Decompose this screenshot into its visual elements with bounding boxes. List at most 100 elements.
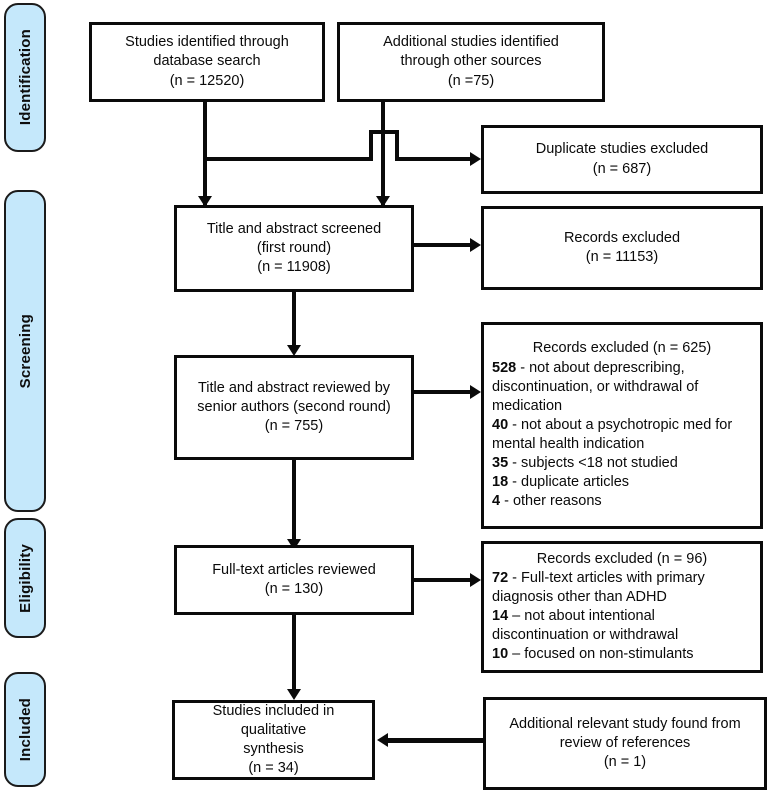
node-database-search-text: Studies identified through database sear… <box>125 33 289 90</box>
node-additional-relevant-study-line3: (n = 1) <box>603 754 647 771</box>
edge-reviewed-to-fulltext-vertical <box>292 460 296 545</box>
node-fulltext-reviewed-line2: (n = 130) <box>264 581 324 597</box>
arrow-fulltext-to-included <box>287 689 301 700</box>
node-reviewed-second-round-text: Title and abstract reviewed by senior au… <box>197 379 390 436</box>
node-other-sources: Additional studies identified through ot… <box>337 22 605 102</box>
edge-other-to-screened-vertical <box>381 101 385 205</box>
stage-label-included-text: Included <box>16 697 34 762</box>
arrow-other-to-screened <box>376 196 390 207</box>
node-included-synthesis: Studies included in qualitative synthesi… <box>172 700 375 780</box>
node-fulltext-reviewed: Full-text articles reviewed (n = 130) <box>174 545 414 615</box>
node-included-synthesis-line1: Studies included in qualitative <box>212 702 335 738</box>
node-screened-first-round-line1: Title and abstract screened <box>206 220 382 237</box>
node-duplicates-excluded-line1: Duplicate studies excluded <box>535 141 709 158</box>
arrow-to-records-excluded-second <box>470 385 481 399</box>
arrow-reviewed-to-fulltext <box>287 539 301 550</box>
reason-text: – not about intentional discontinuation … <box>492 608 679 644</box>
node-screened-first-round: Title and abstract screened (first round… <box>174 205 414 292</box>
node-reviewed-second-round-line3: (n = 755) <box>264 418 324 435</box>
node-other-sources-line2: through other sources <box>400 53 542 70</box>
reason-text: - subjects <18 not studied <box>508 455 678 472</box>
edge-reviewed-to-excluded-horizontal <box>414 390 476 394</box>
reason-count: 35 <box>492 455 509 472</box>
reason-text: – focused on non-stimulants <box>508 646 694 663</box>
node-records-excluded-second: Records excluded (n = 625) 528 - not abo… <box>481 322 763 529</box>
edge-duplicates-hop-left-riser <box>369 130 373 161</box>
edge-screened-to-excluded-horizontal <box>414 243 476 247</box>
stage-label-eligibility-text: Eligibility <box>16 543 34 613</box>
reason-item: 14 – not about intentional discontinuati… <box>492 607 752 645</box>
stage-label-included: Included <box>4 672 46 787</box>
reason-count: 528 <box>492 359 517 376</box>
node-database-search-line2: database search <box>153 53 261 70</box>
node-records-excluded-fulltext-header: Records excluded (n = 96) <box>536 550 708 567</box>
node-additional-relevant-study-line2: review of references <box>559 734 691 751</box>
arrow-additional-to-included <box>377 733 388 747</box>
edge-screened-to-reviewed-vertical <box>292 292 296 350</box>
stage-label-screening: Screening <box>4 190 46 512</box>
node-records-excluded-first-line1: Records excluded <box>563 229 681 246</box>
edge-additional-to-included-horizontal <box>388 738 483 743</box>
reason-item: 18 - duplicate articles <box>492 473 752 492</box>
node-records-excluded-fulltext-text: Records excluded (n = 96) 72 - Full-text… <box>492 550 752 665</box>
node-fulltext-reviewed-text: Full-text articles reviewed (n = 130) <box>212 561 376 599</box>
node-records-excluded-second-header: Records excluded (n = 625) <box>532 340 712 357</box>
reason-item: 35 - subjects <18 not studied <box>492 454 752 473</box>
node-screened-first-round-text: Title and abstract screened (first round… <box>207 220 381 277</box>
reason-item: 4 - other reasons <box>492 492 752 511</box>
stage-label-identification: Identification <box>4 3 46 152</box>
node-database-search-line3: (n = 12520) <box>169 72 245 89</box>
edge-duplicates-horizontal-left <box>203 157 371 161</box>
edge-db-to-screened-vertical <box>203 101 207 205</box>
arrow-to-duplicates-excluded <box>470 152 481 166</box>
stage-label-eligibility: Eligibility <box>4 518 46 638</box>
node-screened-first-round-line3: (n = 11908) <box>257 259 331 276</box>
node-records-excluded-fulltext: Records excluded (n = 96) 72 - Full-text… <box>481 541 763 673</box>
edge-fulltext-to-included-vertical <box>292 615 296 695</box>
stage-label-identification-text: Identification <box>16 29 34 126</box>
reason-count: 72 <box>492 569 509 586</box>
reason-count: 14 <box>492 608 509 624</box>
reason-count: 4 <box>492 493 501 510</box>
edge-duplicates-hop-top <box>369 130 399 134</box>
reason-text: - Full-text articles with primary diagno… <box>492 569 705 605</box>
node-duplicates-excluded: Duplicate studies excluded (n = 687) <box>481 125 763 194</box>
reason-item: 10 – focused on non-stimulants <box>492 645 752 664</box>
edge-duplicates-horizontal-right <box>395 157 475 161</box>
node-included-synthesis-text: Studies included in qualitative synthesi… <box>183 702 364 779</box>
node-additional-relevant-study: Additional relevant study found from rev… <box>483 697 767 790</box>
arrow-to-records-excluded-fulltext <box>470 573 481 587</box>
node-screened-first-round-line2: (first round) <box>256 239 332 256</box>
node-duplicates-excluded-line2: (n = 687) <box>592 160 652 177</box>
reason-item: 72 - Full-text articles with primary dia… <box>492 569 752 607</box>
node-records-excluded-first-text: Records excluded (n = 11153) <box>564 229 680 267</box>
stage-label-screening-text: Screening <box>16 313 34 389</box>
node-reviewed-second-round: Title and abstract reviewed by senior au… <box>174 355 414 460</box>
arrow-db-to-screened <box>198 196 212 207</box>
node-included-synthesis-line2: synthesis <box>243 741 304 757</box>
reason-item: 40 - not about a psychotropic med for me… <box>492 416 752 454</box>
arrow-to-records-excluded-first <box>470 238 481 252</box>
reason-count: 10 <box>492 646 509 663</box>
node-fulltext-reviewed-line1: Full-text articles reviewed <box>212 561 376 578</box>
reason-count: 40 <box>492 416 509 433</box>
node-other-sources-line1: Additional studies identified <box>383 34 559 51</box>
reason-count: 18 <box>492 474 509 491</box>
node-other-sources-line3: (n =75) <box>447 72 495 89</box>
reason-text: - other reasons <box>500 493 602 510</box>
node-records-excluded-first: Records excluded (n = 11153) <box>481 206 763 290</box>
reason-item: 528 - not about deprescribing, discontin… <box>492 359 752 416</box>
node-database-search: Studies identified through database sear… <box>89 22 325 102</box>
node-additional-relevant-study-text: Additional relevant study found from rev… <box>509 715 740 772</box>
reason-text: - not about a psychotropic med for menta… <box>492 416 733 453</box>
node-included-synthesis-line3: (n = 34) <box>248 760 299 777</box>
node-reviewed-second-round-line2: senior authors (second round) <box>197 398 391 415</box>
edge-fulltext-to-excluded-horizontal <box>414 578 476 582</box>
node-reviewed-second-round-line1: Title and abstract reviewed by <box>197 379 391 396</box>
node-records-excluded-second-text: Records excluded (n = 625) 528 - not abo… <box>492 339 752 511</box>
node-additional-relevant-study-line1: Additional relevant study found from <box>509 715 741 732</box>
node-duplicates-excluded-text: Duplicate studies excluded (n = 687) <box>536 140 709 178</box>
node-records-excluded-first-line2: (n = 11153) <box>585 249 659 265</box>
node-other-sources-text: Additional studies identified through ot… <box>383 33 559 90</box>
